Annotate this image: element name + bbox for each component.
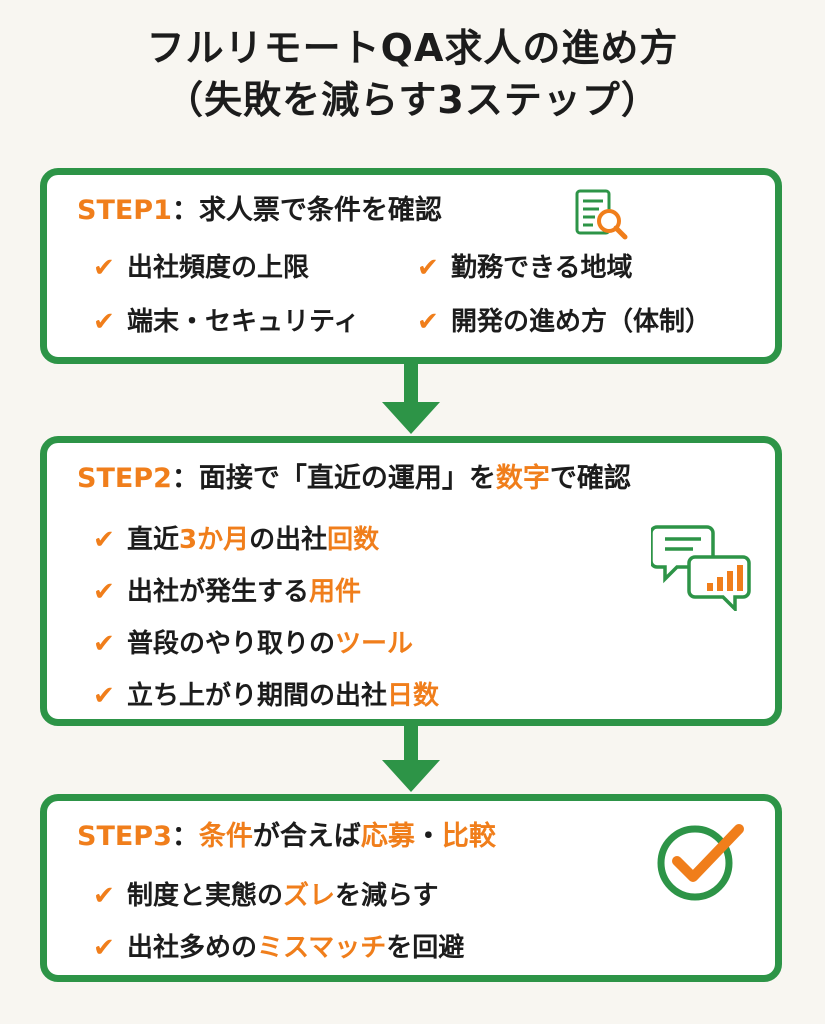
highlight-text: ミスマッチ bbox=[257, 933, 387, 963]
check-icon: ✔ bbox=[93, 525, 115, 555]
text-segment: 出社頻度の上限 bbox=[127, 253, 310, 283]
step3-item: ✔ 制度と実態のズレを減らす bbox=[93, 877, 439, 915]
text-segment: 開発の進め方（体制） bbox=[451, 307, 712, 337]
step3-separator: ： bbox=[171, 821, 199, 852]
step2-heading-text: 面接で「直近の運用」を数字で確認 bbox=[199, 463, 631, 494]
highlight-text: ツール bbox=[335, 629, 414, 659]
check-circle-icon bbox=[657, 824, 744, 901]
step2-label: STEP2 bbox=[77, 463, 172, 494]
highlight-text: 日数 bbox=[387, 681, 440, 711]
step2-separator: ： bbox=[171, 463, 199, 494]
chat-chart-icon bbox=[651, 525, 751, 611]
check-icon: ✔ bbox=[93, 307, 115, 337]
highlight-text: ズレ bbox=[283, 881, 336, 911]
title-line-1: フルリモートQA求人の進め方 bbox=[146, 26, 679, 70]
text-segment: 求人票で条件を確認 bbox=[198, 195, 442, 226]
step1-heading: STEP1：求人票で条件を確認 bbox=[77, 191, 442, 231]
highlight-text: 数字 bbox=[495, 463, 550, 494]
highlight-text: 3か月 bbox=[179, 525, 250, 555]
step1-item: ✔ 出社頻度の上限 bbox=[93, 249, 309, 287]
check-icon: ✔ bbox=[93, 681, 115, 711]
step3-heading: STEP3：条件が合えば応募・比較 bbox=[77, 817, 496, 857]
down-arrow-icon bbox=[382, 364, 440, 434]
down-arrow-icon bbox=[382, 726, 440, 792]
text-segment: 出社多めの bbox=[127, 933, 258, 963]
step3-label: STEP3 bbox=[77, 821, 172, 852]
step1-heading-text: 求人票で条件を確認 bbox=[199, 195, 442, 226]
step3-heading-text: 条件が合えば応募・比較 bbox=[199, 821, 496, 852]
highlight-text: 比較 bbox=[441, 821, 496, 852]
text-segment: 出社が発生する bbox=[127, 577, 310, 607]
text-segment: ・ bbox=[414, 821, 442, 852]
check-icon: ✔ bbox=[417, 307, 439, 337]
text-segment: 立ち上がり期間の出社 bbox=[127, 681, 388, 711]
text-segment: 普段のやり取りの bbox=[127, 629, 336, 659]
text-segment: 勤務できる地域 bbox=[451, 253, 633, 283]
step1-item: ✔ 開発の進め方（体制） bbox=[417, 303, 711, 341]
step2-box: STEP2：面接で「直近の運用」を数字で確認 ✔ 直近3か月の出社回数 ✔ 出社が発… bbox=[40, 436, 782, 726]
step1-label: STEP1 bbox=[77, 195, 172, 226]
step2-item: ✔ 立ち上がり期間の出社日数 bbox=[93, 677, 439, 715]
title-line-2: （失敗を減らす3ステップ） bbox=[165, 78, 660, 122]
step3-item: ✔ 出社多めのミスマッチを回避 bbox=[93, 929, 464, 967]
text-segment: が合えば bbox=[252, 821, 361, 852]
text-segment: を減らす bbox=[335, 881, 439, 911]
check-icon: ✔ bbox=[417, 253, 439, 283]
highlight-text: 用件 bbox=[309, 577, 362, 607]
check-icon: ✔ bbox=[93, 933, 115, 963]
page-title: フルリモートQA求人の進め方 （失敗を減らす3ステップ） bbox=[0, 22, 825, 126]
text-segment: を回避 bbox=[386, 933, 465, 963]
check-icon: ✔ bbox=[93, 577, 115, 607]
highlight-text: 回数 bbox=[327, 525, 380, 555]
step1-item: ✔ 端末・セキュリティ bbox=[93, 303, 359, 341]
step2-item: ✔ 直近3か月の出社回数 bbox=[93, 521, 379, 559]
text-segment: 制度と実態の bbox=[127, 881, 284, 911]
step1-separator: ： bbox=[171, 195, 199, 226]
step1-box: STEP1：求人票で条件を確認 ✔ 出社頻度の上限 ✔ 勤務できる地域 ✔ 端末・セキ… bbox=[40, 168, 782, 364]
highlight-text: 条件 bbox=[198, 821, 253, 852]
step2-item: ✔ 普段のやり取りのツール bbox=[93, 625, 413, 663]
text-segment: 直近 bbox=[127, 525, 180, 555]
text-segment: で確認 bbox=[549, 463, 631, 494]
document-search-icon bbox=[575, 189, 628, 240]
text-segment: 端末・セキュリティ bbox=[127, 307, 360, 337]
step3-box: STEP3：条件が合えば応募・比較 ✔ 制度と実態のズレを減らす ✔ 出社多めのミス… bbox=[40, 794, 782, 982]
check-icon: ✔ bbox=[93, 881, 115, 911]
highlight-text: 応募 bbox=[360, 821, 415, 852]
check-icon: ✔ bbox=[93, 629, 115, 659]
text-segment: の出社 bbox=[249, 525, 328, 555]
step2-item: ✔ 出社が発生する用件 bbox=[93, 573, 361, 611]
text-segment: 面接で「直近の運用」を bbox=[198, 463, 496, 494]
step1-item: ✔ 勤務できる地域 bbox=[417, 249, 632, 287]
step2-heading: STEP2：面接で「直近の運用」を数字で確認 bbox=[77, 459, 631, 499]
check-icon: ✔ bbox=[93, 253, 115, 283]
